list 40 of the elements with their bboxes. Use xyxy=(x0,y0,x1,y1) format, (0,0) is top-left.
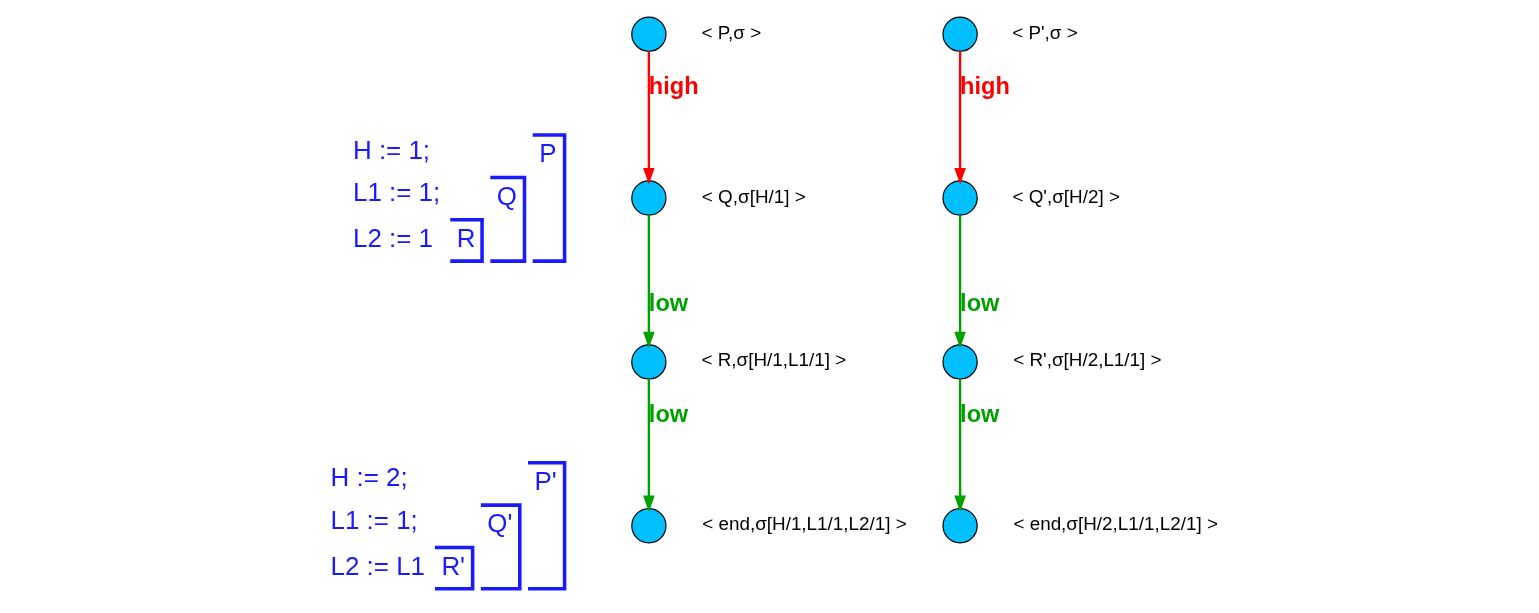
node-label: < end,σ[H/2,L1/1,L2/1] > xyxy=(1012,513,1218,535)
node-circle xyxy=(630,344,667,380)
edge-label: low xyxy=(959,401,999,428)
arrow xyxy=(953,51,966,185)
node-label: < Q,σ[H/1] > xyxy=(701,185,806,207)
label: L1 := 1; xyxy=(330,505,418,534)
edge-label: high xyxy=(959,73,1010,100)
label: R' xyxy=(440,551,465,580)
edge-label: low xyxy=(648,401,688,428)
label: L2 := 1 xyxy=(352,224,433,253)
node-label: < P',σ > xyxy=(1011,21,1078,43)
node-circle xyxy=(941,16,978,52)
node-label: < R,σ[H/1,L1/1] > xyxy=(700,349,846,371)
label: Q' xyxy=(486,509,512,538)
edge-label: high xyxy=(648,73,699,100)
label: Q xyxy=(496,181,517,210)
arrow xyxy=(953,379,966,513)
edge-label: low xyxy=(959,290,999,317)
node-label: < R',σ[H/2,L1/1] > xyxy=(1012,349,1162,371)
node-circle xyxy=(941,344,978,380)
label: L2 := L1 xyxy=(330,551,425,580)
node-circle xyxy=(630,508,667,544)
node-circle xyxy=(941,180,978,216)
edge-label: low xyxy=(648,290,688,317)
label: R xyxy=(456,224,475,253)
node-label: < P,σ > xyxy=(701,21,761,43)
arrow xyxy=(642,215,655,349)
arrow xyxy=(642,379,655,513)
node-label: < end,σ[H/1,L1/1,L2/1] > xyxy=(701,513,907,535)
label: P xyxy=(538,139,557,168)
label: H := 2; xyxy=(330,463,408,492)
node-circle xyxy=(630,180,667,216)
label: P' xyxy=(534,466,557,495)
arrow xyxy=(953,215,966,349)
node-label: < Q',σ[H/2] > xyxy=(1011,185,1120,207)
label: H := 1; xyxy=(352,135,430,164)
node-circle xyxy=(630,16,667,52)
arrow xyxy=(642,51,655,185)
node-circle xyxy=(941,508,978,544)
label: L1 := 1; xyxy=(352,178,440,207)
